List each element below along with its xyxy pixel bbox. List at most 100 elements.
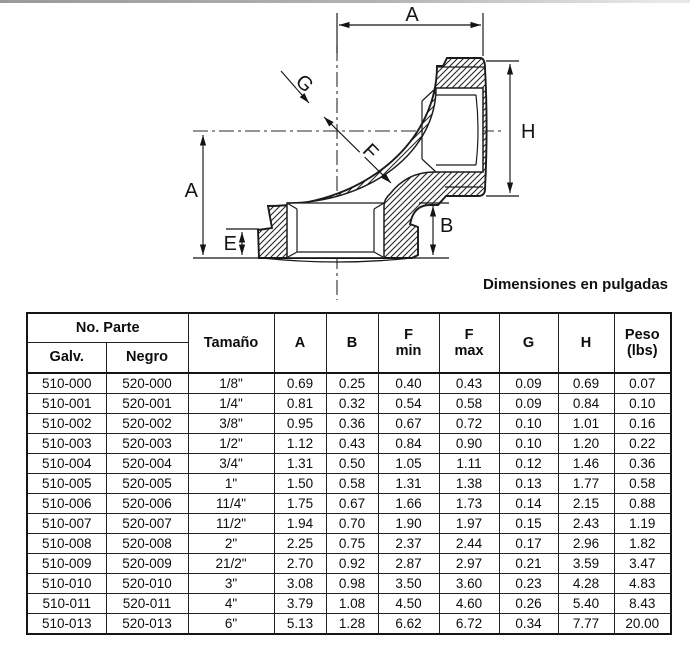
peso-cell: 0.22 xyxy=(613,433,672,454)
galv-cell: 510-009 xyxy=(26,553,107,574)
bottom-socket-thread-lines xyxy=(286,202,385,258)
f-min-cell: 0.54 xyxy=(377,393,440,414)
b-cell: 0.98 xyxy=(325,573,379,594)
f-max-cell: 1.11 xyxy=(438,453,500,474)
negro-cell: 520-006 xyxy=(105,493,189,514)
a-cell: 1.94 xyxy=(273,513,327,534)
tamano-cell: 3" xyxy=(187,573,275,594)
peso-cell: 0.16 xyxy=(613,413,672,434)
dimensions-table: No. Parte Tamaño A B F min F max G H Pes… xyxy=(26,312,673,635)
h-cell: 2.15 xyxy=(557,493,615,514)
tamano-cell: 3/8" xyxy=(187,413,275,434)
f-min-cell: 0.67 xyxy=(377,413,440,434)
f-min-cell: 1.05 xyxy=(377,453,440,474)
peso-cell: 0.58 xyxy=(613,473,672,494)
header-h: H xyxy=(557,312,615,374)
peso-cell: 0.10 xyxy=(613,393,672,414)
b-cell: 0.25 xyxy=(325,372,379,394)
tamano-cell: 2" xyxy=(187,533,275,554)
h-cell: 1.77 xyxy=(557,473,615,494)
f-max-cell: 1.38 xyxy=(438,473,500,494)
h-cell: 0.69 xyxy=(557,372,615,394)
bottom-mouth-arc xyxy=(261,257,413,263)
g-cell: 0.09 xyxy=(498,372,559,394)
g-cell: 0.23 xyxy=(498,573,559,594)
dim-label-a-left: A xyxy=(185,180,199,202)
tamano-cell: 1/4" xyxy=(187,393,275,414)
tamano-cell: 11/4" xyxy=(187,493,275,514)
a-cell: 0.69 xyxy=(273,372,327,394)
galv-cell: 510-003 xyxy=(26,433,107,454)
f-min-cell: 1.90 xyxy=(377,513,440,534)
header-no-parte: No. Parte xyxy=(26,312,189,343)
header-f-min: F min xyxy=(377,312,440,374)
negro-cell: 520-001 xyxy=(105,393,189,414)
h-cell: 1.01 xyxy=(557,413,615,434)
negro-cell: 520-002 xyxy=(105,413,189,434)
a-cell: 1.75 xyxy=(273,493,327,514)
peso-cell: 1.19 xyxy=(613,513,672,534)
negro-cell: 520-005 xyxy=(105,473,189,494)
g-cell: 0.10 xyxy=(498,433,559,454)
g-cell: 0.34 xyxy=(498,613,559,635)
a-cell: 1.12 xyxy=(273,433,327,454)
negro-cell: 520-007 xyxy=(105,513,189,534)
peso-cell: 3.47 xyxy=(613,553,672,574)
dim-label-b: B xyxy=(440,215,453,237)
g-cell: 0.26 xyxy=(498,593,559,614)
g-cell: 0.09 xyxy=(498,393,559,414)
g-cell: 0.17 xyxy=(498,533,559,554)
galv-cell: 510-005 xyxy=(26,473,107,494)
a-cell: 5.13 xyxy=(273,613,327,635)
header-galv: Galv. xyxy=(26,341,107,374)
header-f-max: F max xyxy=(438,312,500,374)
negro-cell: 520-008 xyxy=(105,533,189,554)
galv-cell: 510-010 xyxy=(26,573,107,594)
dim-line-f-diagonal xyxy=(323,116,392,184)
f-max-cell: 1.97 xyxy=(438,513,500,534)
a-cell: 0.95 xyxy=(273,413,327,434)
h-cell: 2.43 xyxy=(557,513,615,534)
f-max-cell: 2.97 xyxy=(438,553,500,574)
g-cell: 0.21 xyxy=(498,553,559,574)
f-max-cell: 1.73 xyxy=(438,493,500,514)
negro-cell: 520-009 xyxy=(105,553,189,574)
g-cell: 0.15 xyxy=(498,513,559,534)
peso-cell: 20.00 xyxy=(613,613,672,635)
h-cell: 3.59 xyxy=(557,553,615,574)
f-min-cell: 6.62 xyxy=(377,613,440,635)
b-cell: 0.75 xyxy=(325,533,379,554)
socket-band-lines xyxy=(437,66,484,188)
units-caption: Dimensiones en pulgadas xyxy=(482,276,668,293)
h-cell: 1.20 xyxy=(557,433,615,454)
dim-label-a-top: A xyxy=(405,4,419,26)
f-max-cell: 0.90 xyxy=(438,433,500,454)
f-min-cell: 1.31 xyxy=(377,473,440,494)
b-cell: 0.32 xyxy=(325,393,379,414)
header-peso: Peso (lbs) xyxy=(613,312,672,374)
negro-cell: 520-013 xyxy=(105,613,189,635)
b-cell: 1.08 xyxy=(325,593,379,614)
g-cell: 0.12 xyxy=(498,453,559,474)
peso-cell: 0.36 xyxy=(613,453,672,474)
b-cell: 1.28 xyxy=(325,613,379,635)
dim-label-g: G xyxy=(291,70,318,97)
header-negro: Negro xyxy=(105,341,189,374)
right-socket-thread-lines xyxy=(421,87,479,173)
a-cell: 1.50 xyxy=(273,473,327,494)
tamano-cell: 4" xyxy=(187,593,275,614)
g-cell: 0.10 xyxy=(498,413,559,434)
table-header: No. Parte Tamaño A B F min F max G H Pes… xyxy=(26,312,672,374)
peso-cell: 0.88 xyxy=(613,493,672,514)
b-cell: 0.43 xyxy=(325,433,379,454)
f-max-cell: 2.44 xyxy=(438,533,500,554)
scan-edge-line xyxy=(0,0,690,3)
